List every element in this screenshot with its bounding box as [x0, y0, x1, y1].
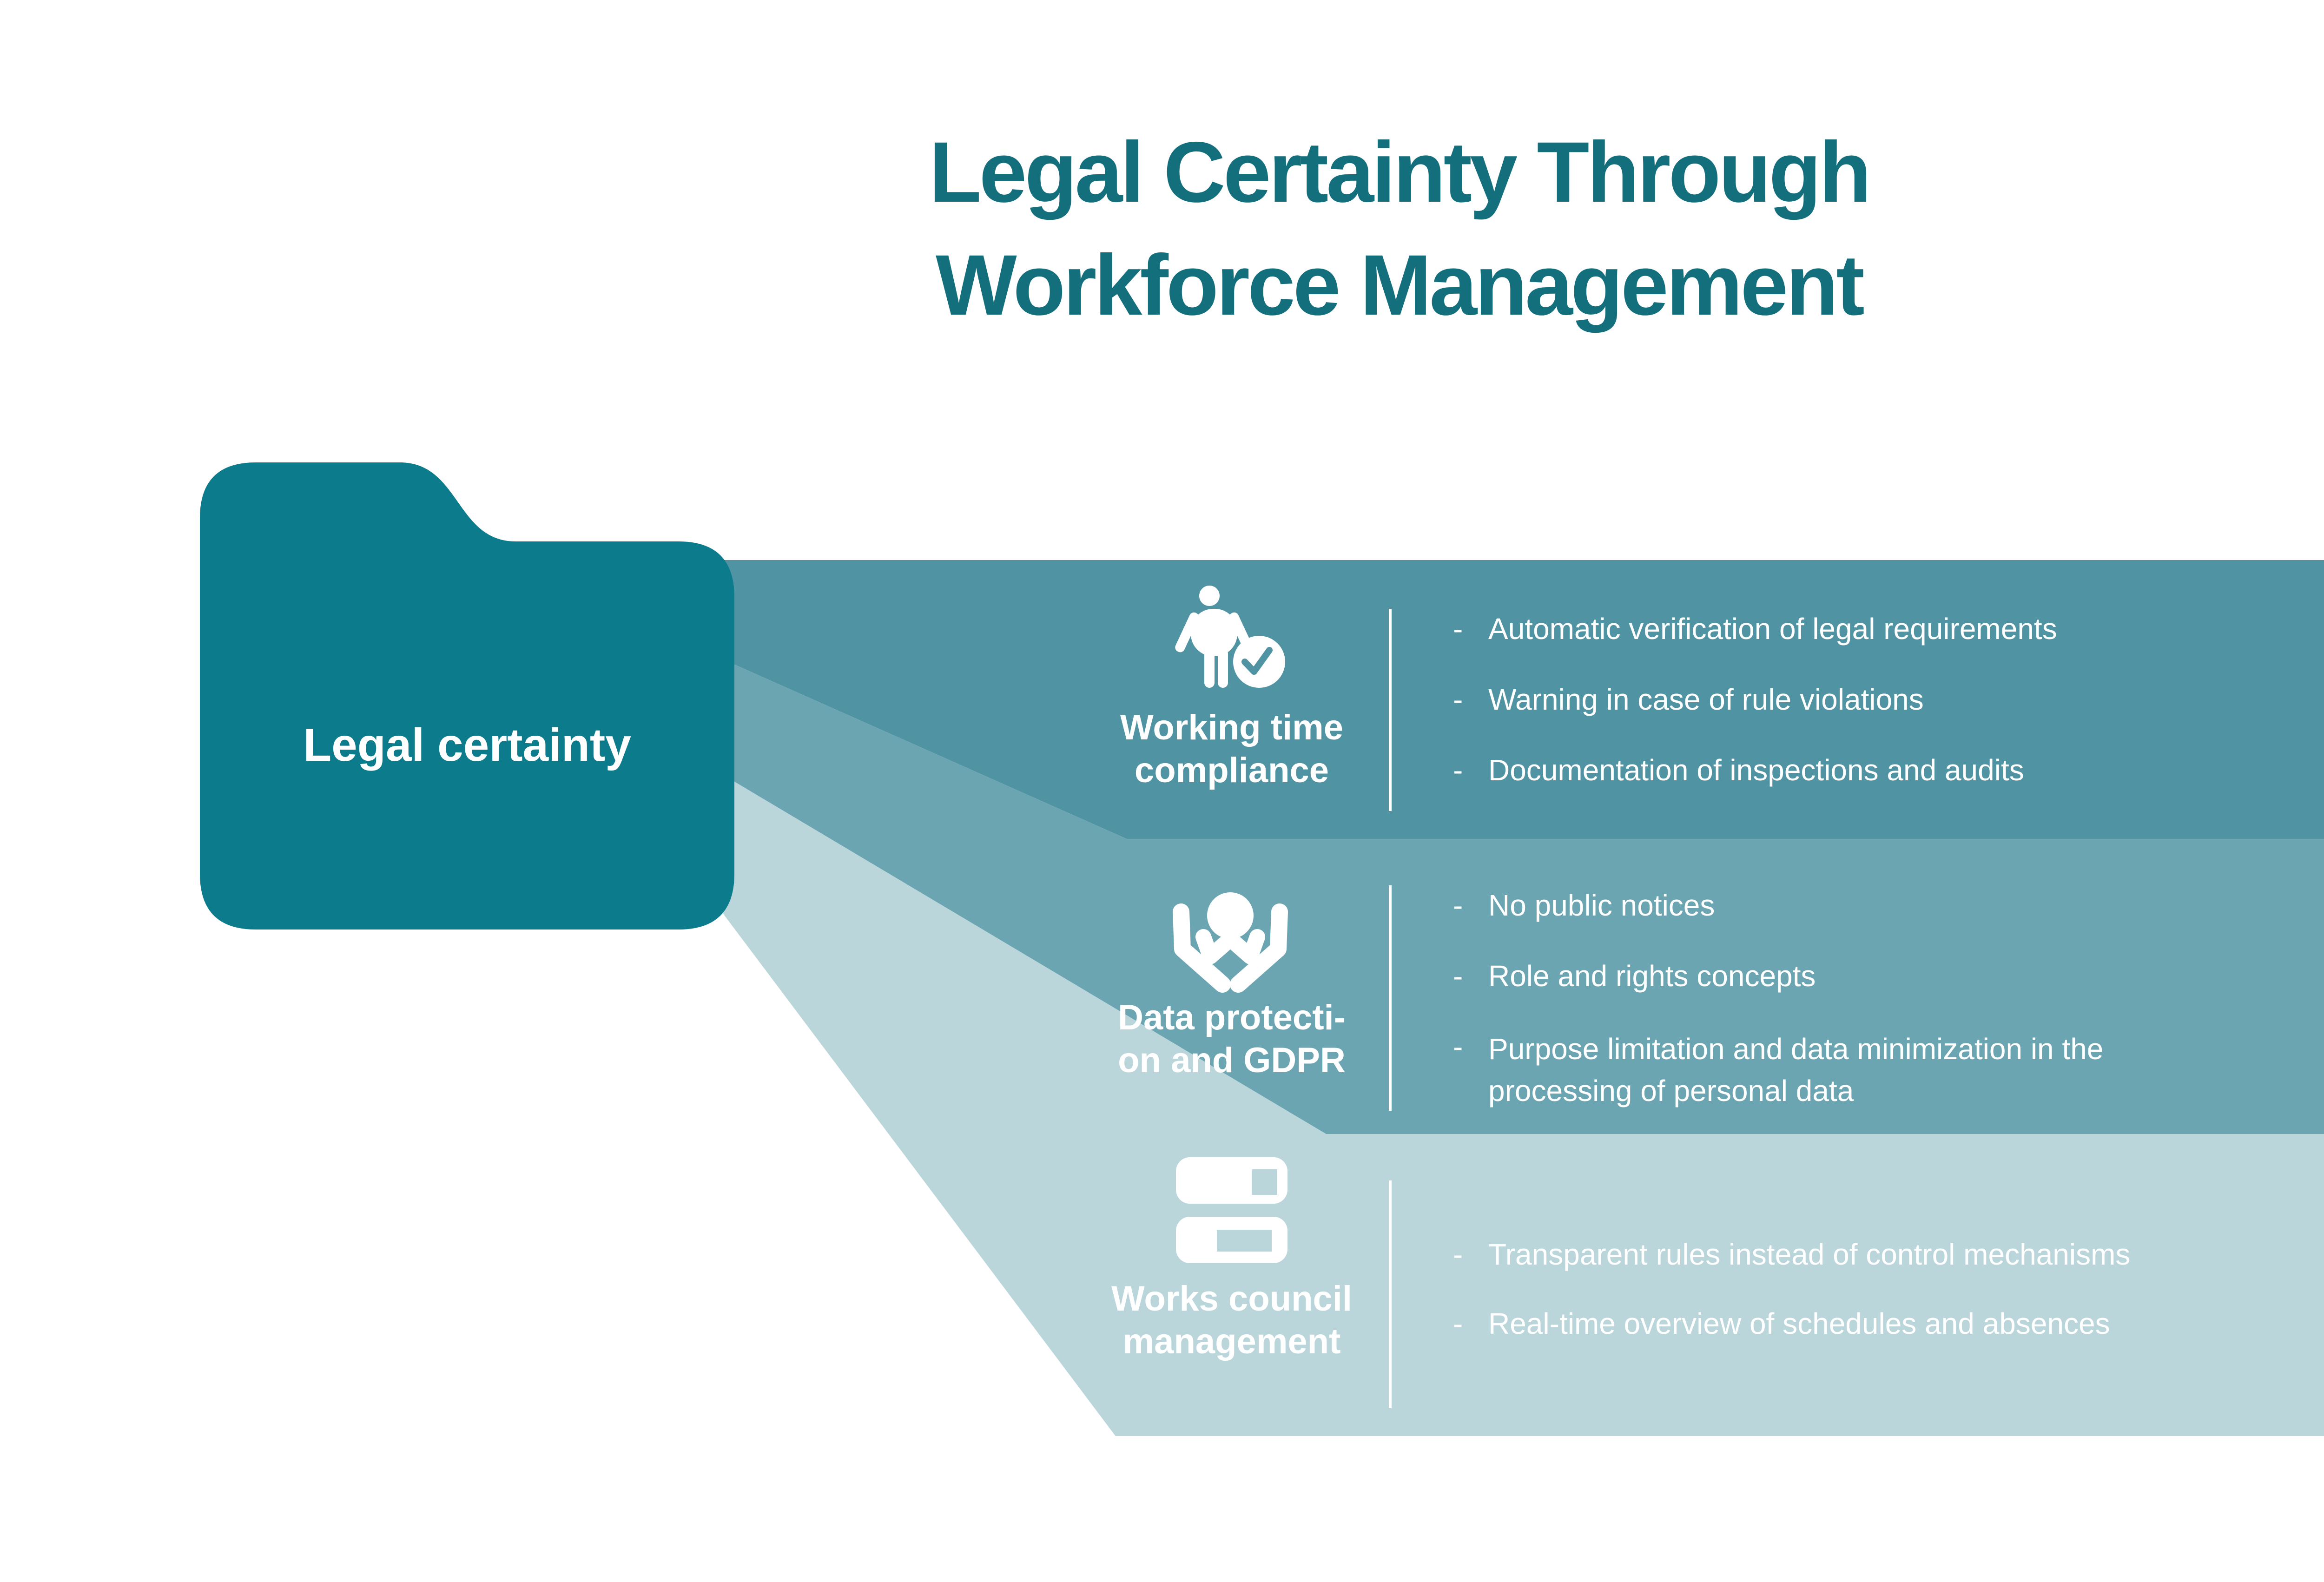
- bullet-dash: -: [1453, 683, 1463, 716]
- bullet-text: Automatic verification of legal requirem…: [1488, 612, 2057, 646]
- bullet-item: - Documentation of inspections and audit…: [1453, 751, 2024, 789]
- bullet-text: Transparent rules instead of control mec…: [1488, 1238, 2131, 1271]
- bullet-item: - Purpose limitation and data minimizati…: [1453, 1028, 2176, 1112]
- row2-header: Data protecti- on and GDPR: [1069, 996, 1394, 1082]
- bullet-text: Warning in case of rule violations: [1488, 683, 1924, 716]
- bullet-item: - Automatic verification of legal requir…: [1453, 610, 2057, 647]
- band-works-council: [716, 771, 2324, 1436]
- bullet-item: - Real-time overview of schedules and ab…: [1453, 1305, 2110, 1342]
- page-title: Legal Certainty Through Workforce Manage…: [929, 116, 1872, 342]
- band-working-time-compliance: [716, 560, 2324, 839]
- bullet-text: Real-time overview of schedules and abse…: [1488, 1307, 2110, 1340]
- bullet-item: - Warning in case of rule violations: [1453, 681, 1924, 718]
- bullet-dash: -: [1453, 612, 1463, 646]
- folder-shape: [200, 462, 734, 929]
- bullet-dash: -: [1453, 1030, 1463, 1063]
- row1-header: Working time compliance: [1069, 706, 1394, 792]
- divider-row2: [1389, 885, 1392, 1111]
- bullet-text: Documentation of inspections and audits: [1488, 753, 2024, 787]
- bullet-item: - No public notices: [1453, 887, 1715, 924]
- bullet-dash: -: [1453, 753, 1463, 787]
- person-check-icon: [1175, 586, 1285, 688]
- check-mark: [1241, 647, 1273, 675]
- row3-header: Works council management: [1069, 1278, 1394, 1363]
- divider-row3: [1389, 1180, 1392, 1408]
- bullet-text: Role and rights concepts: [1488, 959, 1816, 993]
- bullet-dash: -: [1453, 959, 1463, 993]
- row2-header-line2: on and GDPR: [1118, 1041, 1346, 1080]
- bullet-item: - Role and rights concepts: [1453, 957, 1816, 995]
- row1-header-line2: compliance: [1134, 751, 1329, 790]
- row2-header-line1: Data protecti-: [1118, 998, 1346, 1037]
- hands-care-icon: [1173, 892, 1288, 993]
- bullet-dash: -: [1453, 889, 1463, 922]
- divider-row1: [1389, 609, 1392, 811]
- bullet-dash: -: [1453, 1307, 1463, 1340]
- server-stack-icon: [1176, 1157, 1287, 1263]
- bullet-item: - Transparent rules instead of control m…: [1453, 1236, 2130, 1273]
- folder-label: Legal certainty: [303, 719, 631, 771]
- page-title-line1: Legal Certainty Through: [929, 125, 1872, 220]
- page-title-line2: Workforce Management: [936, 237, 1865, 333]
- band-data-protection: [716, 656, 2324, 1134]
- row3-header-line2: management: [1122, 1322, 1341, 1361]
- row3-header-line1: Works council: [1111, 1279, 1353, 1318]
- bullet-text: Purpose limitation and data minimization…: [1488, 1032, 2104, 1107]
- row1-header-line1: Working time: [1120, 708, 1343, 747]
- bullet-text: No public notices: [1488, 889, 1715, 922]
- bullet-dash: -: [1453, 1238, 1463, 1271]
